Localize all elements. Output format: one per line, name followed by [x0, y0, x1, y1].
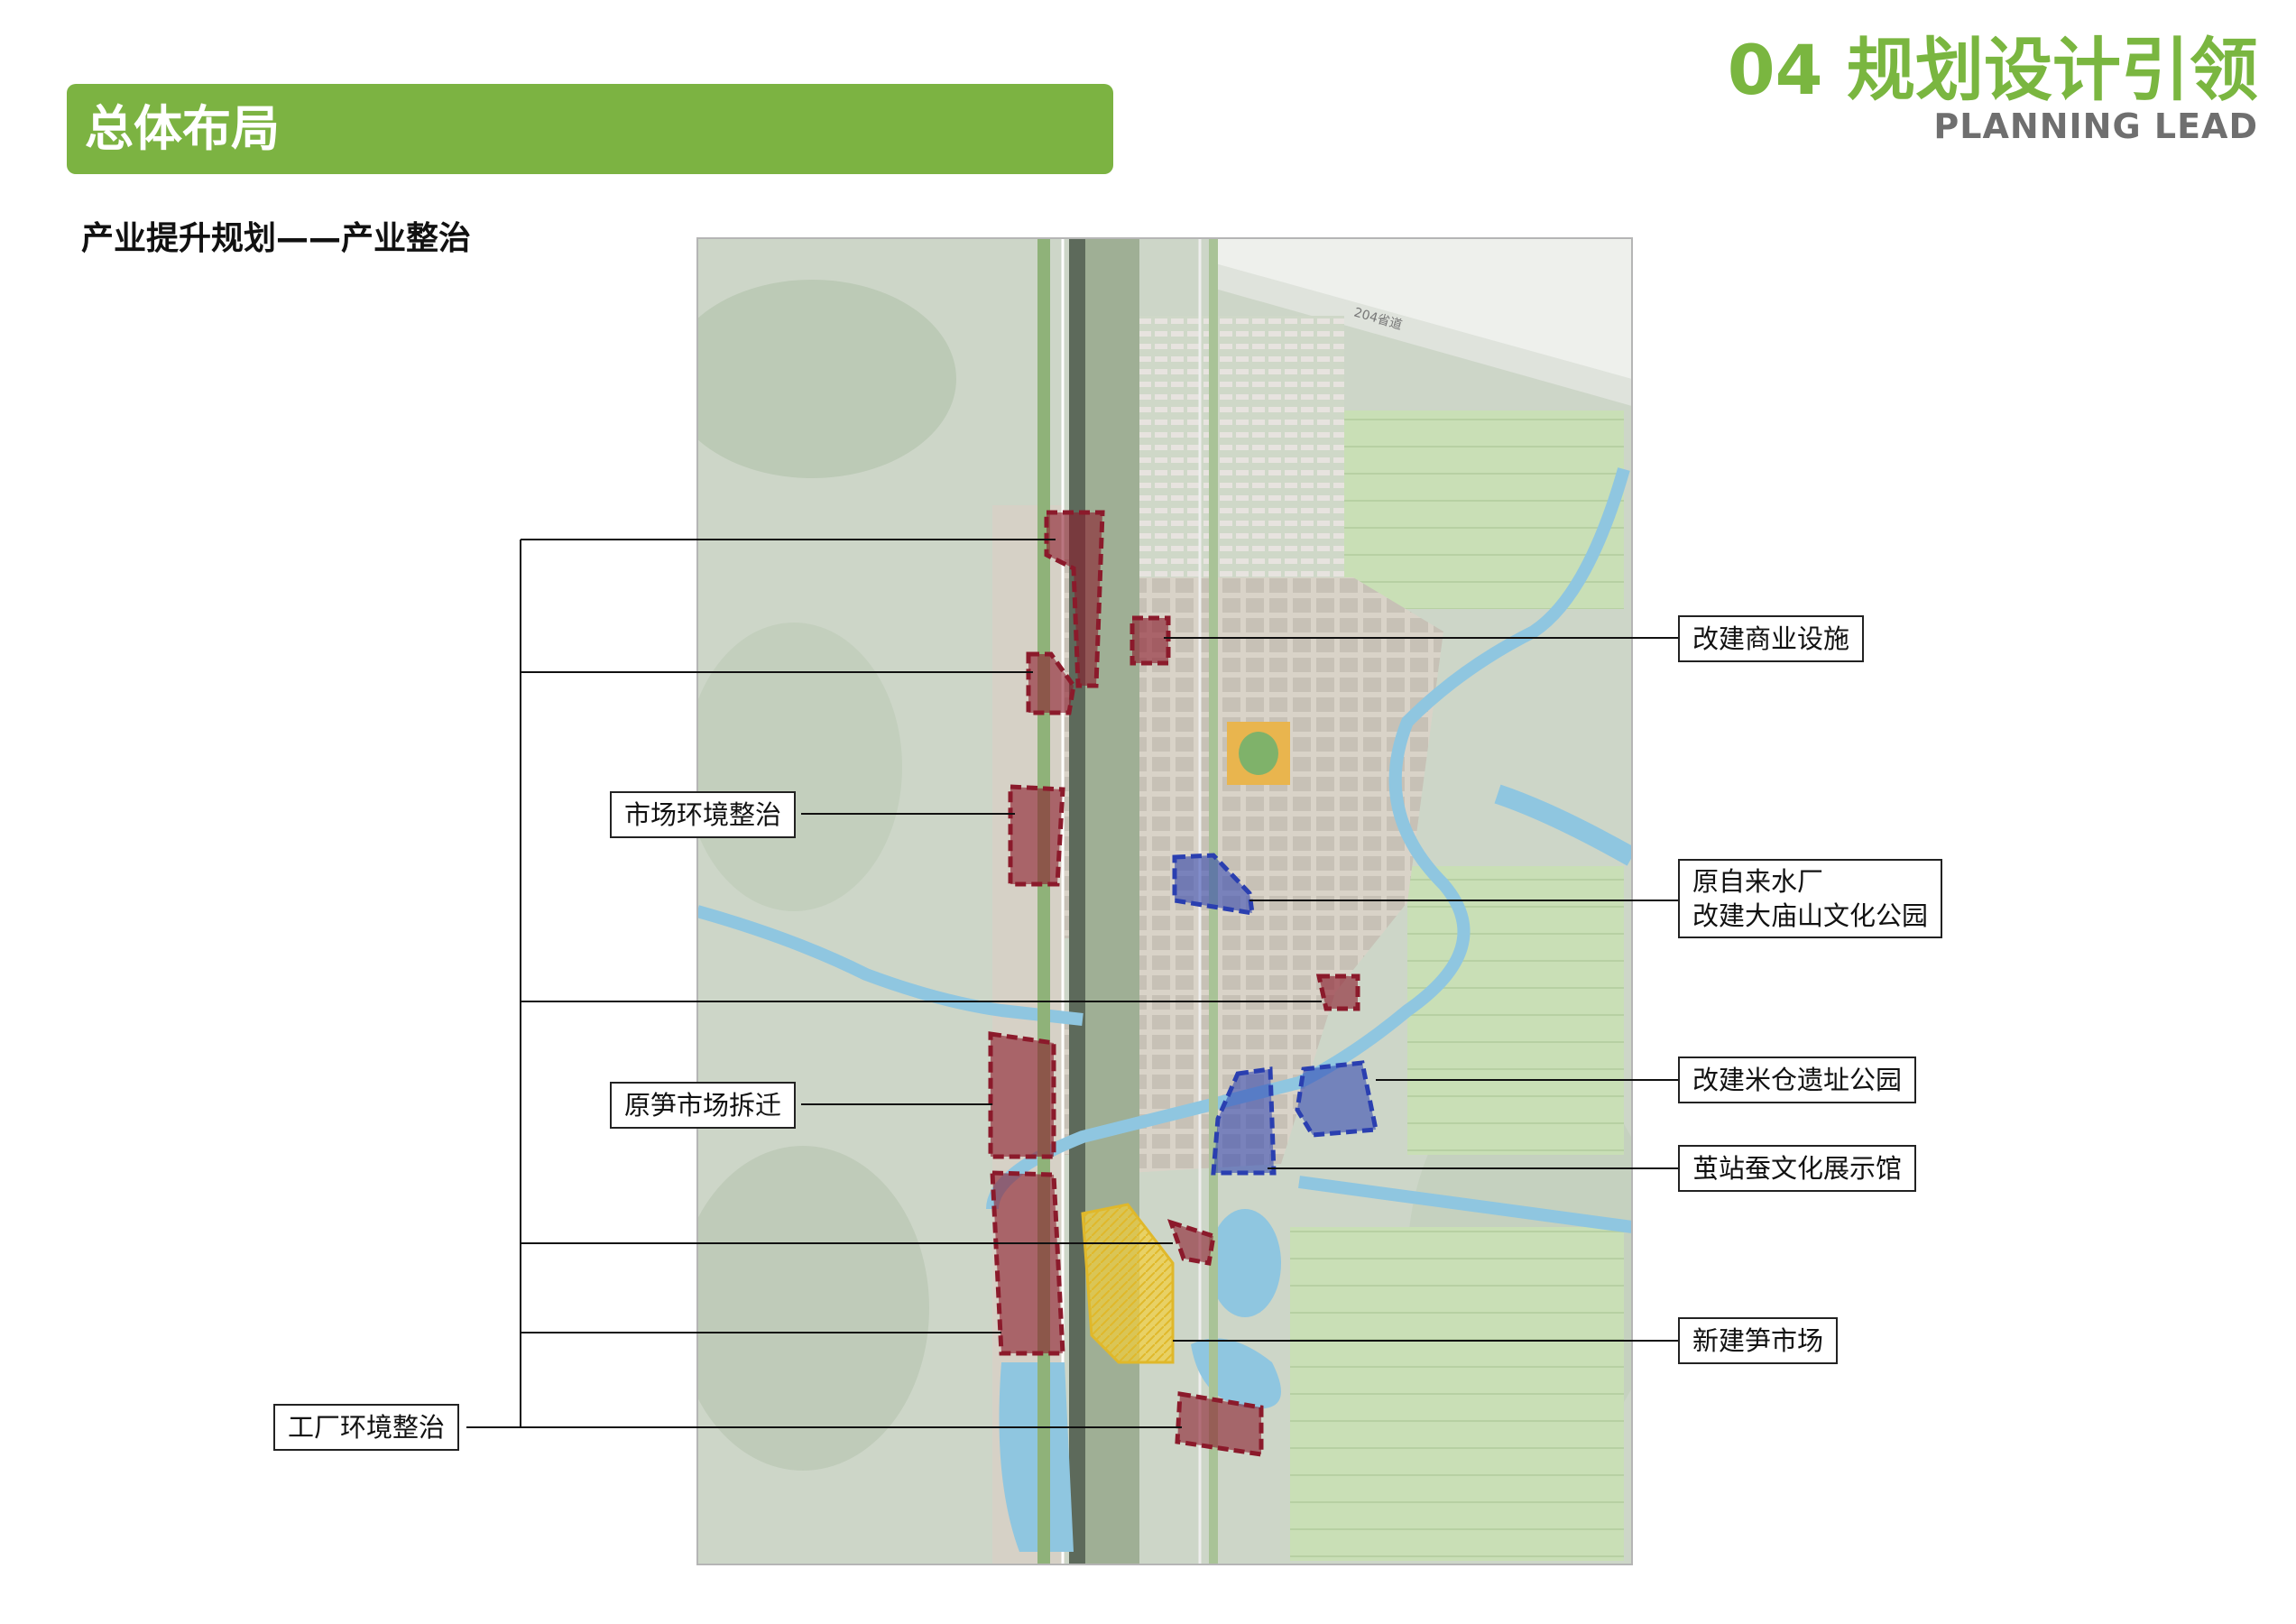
chapter-subtitle: PLANNING LEAD [1933, 106, 2258, 146]
right-leader-lines [1164, 637, 1678, 1342]
label-new-market: 新建笋市场 [1678, 1317, 1839, 1364]
zone-granary [1295, 1060, 1379, 1138]
culture-zones [1172, 853, 1379, 1176]
label-water-plant: 原自来水厂 改建大庙山文化公园 [1678, 859, 1943, 938]
label-granary: 改建米仓遗址公园 [1678, 1057, 1917, 1103]
zone-water-plant [1172, 853, 1255, 917]
label-factory: 工厂环境整治 [273, 1404, 460, 1451]
zone-silk-museum [1211, 1066, 1277, 1176]
map-base [697, 238, 1632, 1564]
label-old-market: 原笋市场拆迁 [610, 1082, 797, 1129]
left-leader-lines [466, 539, 1322, 1428]
zone-market-env [1008, 784, 1065, 887]
zone-factory-5 [1166, 1219, 1216, 1266]
label-water-plant-line1: 原自来水厂 [1692, 866, 1824, 897]
renovation-zones [988, 510, 1360, 1457]
page-subtitle: 产业提升规划——产业整治 [81, 220, 472, 257]
zone-factory-6 [1175, 1391, 1264, 1457]
section-header-bar: 总体布局 [67, 84, 1113, 174]
section-title: 总体布局 [85, 100, 280, 157]
label-commercial: 改建商业设施 [1678, 615, 1865, 662]
zone-old-market [988, 1031, 1056, 1159]
zone-commercial [1130, 615, 1171, 666]
zone-factory-4 [990, 1170, 1065, 1356]
zone-factory-3 [1315, 973, 1360, 1011]
label-silk-museum: 茧站蚕文化展示馆 [1678, 1145, 1917, 1192]
label-water-plant-line2: 改建大庙山文化公园 [1692, 900, 1929, 931]
label-market-env: 市场环境整治 [610, 791, 797, 838]
chapter-title: 04 规划设计引领 [1727, 30, 2258, 110]
zone-factory-2 [1026, 651, 1076, 715]
zone-factory-1 [1044, 510, 1105, 688]
